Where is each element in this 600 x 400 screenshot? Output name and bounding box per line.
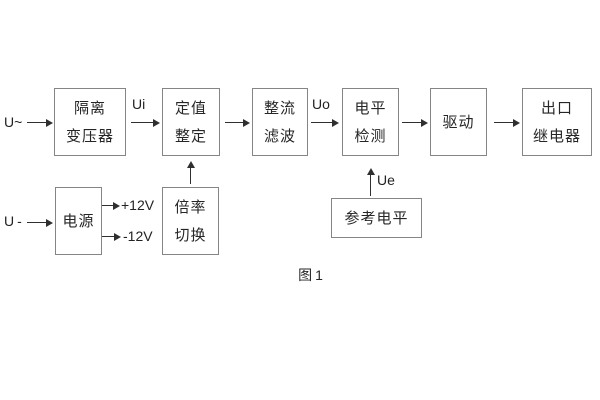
block-label: 出口 (540, 99, 573, 117)
arrow-shaft (494, 122, 513, 123)
block-label: 倍率 (174, 198, 207, 216)
block-rectify-filter: 整流 滤波 (252, 88, 308, 156)
signal-ue: Ue (377, 172, 395, 188)
block-label: 隔离 (73, 99, 106, 117)
block-ratio-switch: 倍率 切换 (162, 187, 219, 255)
signal-ui: Ui (132, 96, 146, 112)
arrow-dc-input (27, 218, 53, 227)
signal-uo: Uo (312, 96, 330, 112)
arrow-head (113, 201, 120, 210)
arrow-shaft (190, 168, 191, 184)
block-isolation-transformer: 隔离 变压器 (54, 88, 126, 156)
block-value-setting: 定值 整定 (162, 88, 220, 156)
signal-rail-neg: -12V (123, 228, 153, 244)
block-power: 电源 (55, 187, 102, 255)
arrow-head (46, 118, 53, 127)
arrow-shaft (102, 205, 113, 206)
block-label: 整定 (174, 127, 207, 145)
arrow-shaft (370, 175, 371, 196)
arrow-drive-to-relay (494, 118, 520, 127)
arrow-ratio-to-setting (186, 161, 195, 184)
arrow-head (114, 232, 121, 241)
arrow-detect-to-drive (402, 118, 428, 127)
arrow-head (513, 118, 520, 127)
block-label: 检测 (354, 127, 387, 145)
arrow-head (153, 118, 160, 127)
block-label: 电源 (62, 212, 95, 230)
arrow-head (243, 118, 250, 127)
arrow-setting-to-rectify (225, 118, 250, 127)
block-label: 整流 (263, 99, 296, 117)
arrow-shaft (102, 236, 114, 237)
block-level-detect: 电平 检测 (342, 88, 399, 156)
arrow-head (366, 168, 375, 175)
arrow-head (46, 218, 53, 227)
arrow-ui (131, 118, 160, 127)
block-label: 变压器 (65, 127, 114, 145)
arrow-ue (366, 168, 375, 196)
signal-dc-input: U- (4, 213, 25, 229)
block-reference-level: 参考电平 (331, 198, 422, 238)
arrow-rail-neg (102, 232, 121, 241)
block-label: 继电器 (532, 127, 581, 145)
arrow-shaft (27, 122, 46, 123)
figure-caption: 图1 (298, 267, 326, 283)
arrow-shaft (131, 122, 153, 123)
block-label: 驱动 (442, 113, 475, 131)
block-label: 切换 (174, 226, 207, 244)
arrow-shaft (311, 122, 332, 123)
arrow-head (421, 118, 428, 127)
block-label: 参考电平 (344, 209, 409, 227)
signal-ac-input: U~ (4, 114, 23, 130)
block-output-relay: 出口 继电器 (522, 88, 592, 156)
arrow-head (186, 161, 195, 168)
signal-rail-pos: +12V (121, 197, 155, 213)
block-label: 电平 (354, 99, 387, 117)
arrow-head (332, 118, 339, 127)
block-label: 定值 (174, 99, 207, 117)
arrow-uo (311, 118, 339, 127)
arrow-rail-pos (102, 201, 120, 210)
arrow-shaft (225, 122, 243, 123)
arrow-ac-input (27, 118, 53, 127)
block-drive: 驱动 (430, 88, 487, 156)
block-label: 滤波 (263, 127, 296, 145)
arrow-shaft (27, 222, 46, 223)
arrow-shaft (402, 122, 421, 123)
